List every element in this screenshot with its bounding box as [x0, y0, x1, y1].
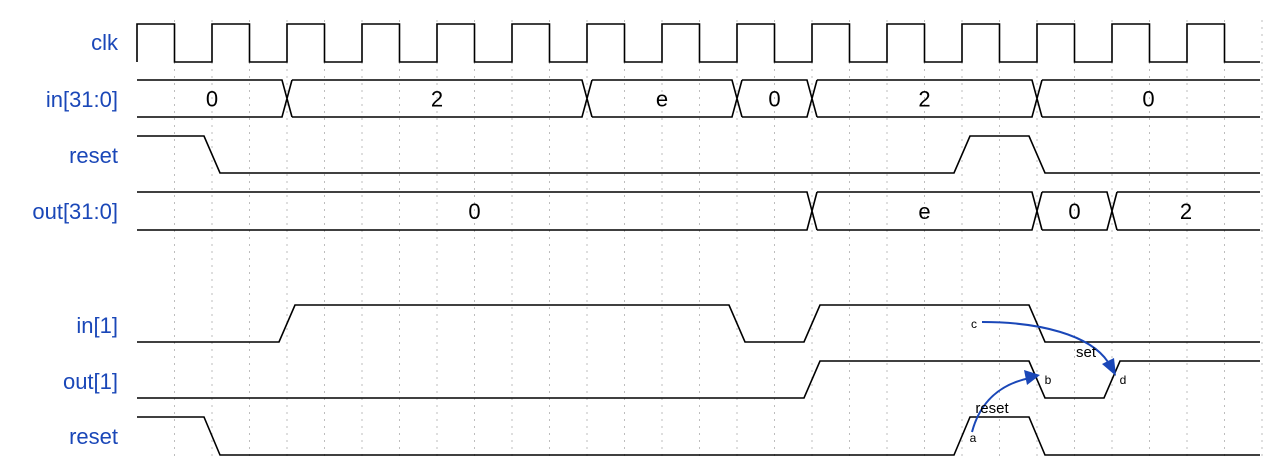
- label-out-bus: out[31:0]: [32, 199, 118, 224]
- label-clk: clk: [91, 30, 119, 55]
- out1-trace: [137, 360, 1260, 399]
- reset-bottom-trace: [137, 416, 1260, 456]
- label-in1: in[1]: [76, 313, 118, 338]
- wave-clk: [136, 23, 1260, 63]
- grid-lines: [174, 20, 1263, 458]
- label-reset-top: reset: [69, 143, 118, 168]
- point-b-label: b: [1045, 373, 1052, 387]
- point-d-label: d: [1120, 373, 1127, 387]
- wave-reset-bottom: [137, 416, 1260, 456]
- in-bus-segment: [1042, 79, 1260, 118]
- arrow-reset-a-to-b: [971, 377, 1031, 433]
- wave-in-bus: 0 2 e 0 2 0: [137, 79, 1260, 118]
- in-bus-value: 0: [206, 87, 218, 112]
- out-bus-segment: [137, 191, 818, 231]
- in-bus-value: 0: [768, 87, 780, 112]
- arrow-set-label: set: [1076, 344, 1097, 361]
- in-bus-value: 2: [431, 87, 443, 112]
- in-bus-segment: [292, 79, 593, 118]
- clk-trace: [136, 23, 1260, 63]
- arrow-reset-head: [1024, 370, 1040, 385]
- label-reset-bottom: reset: [69, 424, 118, 449]
- point-c-label: c: [971, 317, 977, 331]
- reset-top-trace: [137, 135, 1260, 174]
- point-a-label: a: [970, 431, 977, 445]
- out-bus-value: 0: [1068, 199, 1080, 224]
- waveforms: 0 2 e 0 2 0 0 e 0 2: [136, 23, 1260, 456]
- out-bus-segment: [817, 191, 1043, 231]
- in1-trace: [137, 304, 1260, 343]
- in-bus-segment: [817, 79, 1043, 118]
- in-bus-value: 2: [918, 87, 930, 112]
- arrow-set-c-to-d: [981, 321, 1109, 363]
- arrow-reset-label: reset: [975, 400, 1009, 417]
- out-bus-value: e: [918, 199, 930, 224]
- signal-labels: clk in[31:0] reset out[31:0] in[1] out[1…: [32, 30, 119, 449]
- wave-reset-top: [137, 135, 1260, 174]
- out-bus-segment: [1042, 191, 1118, 231]
- out-bus-value: 2: [1180, 199, 1192, 224]
- in-bus-value: e: [656, 87, 668, 112]
- in-bus-segment: [592, 79, 743, 118]
- label-in-bus: in[31:0]: [46, 87, 118, 112]
- out-bus-segment: [1117, 191, 1260, 231]
- out-bus-value: 0: [468, 199, 480, 224]
- wave-out-bus: 0 e 0 2: [137, 191, 1260, 231]
- in-bus-segment: [137, 79, 293, 118]
- annotations: reset set a b c d: [970, 317, 1127, 445]
- wave-out1: [137, 360, 1260, 399]
- label-out1: out[1]: [63, 369, 118, 394]
- in-bus-value: 0: [1142, 87, 1154, 112]
- wave-in1: [137, 304, 1260, 343]
- arrow-set-head: [1102, 358, 1116, 376]
- in-bus-segment: [742, 79, 818, 118]
